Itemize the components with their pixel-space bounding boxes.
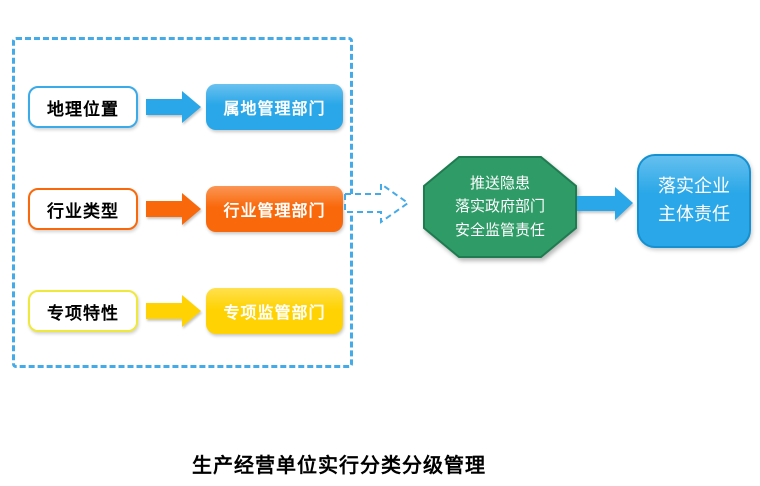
- flow-row-special: 专项特性 专项监管部门: [28, 288, 343, 334]
- territorial-management-dept-box: 属地管理部门: [206, 84, 343, 130]
- enterprise-responsibility-text: 落实企业 主体责任: [658, 173, 730, 229]
- dashed-connector-arrow-icon: [344, 182, 410, 224]
- industry-type-label: 行业类型: [47, 201, 119, 221]
- octagon-line-3: 安全监管责任: [454, 220, 545, 239]
- territorial-management-dept-label: 属地管理部门: [223, 101, 326, 118]
- flow-row-industry: 行业类型 行业管理部门: [28, 186, 343, 232]
- government-responsibility-text: 推送隐患 落实政府部门 安全监管责任: [423, 156, 577, 258]
- enterprise-responsibility-box: 落实企业 主体责任: [637, 154, 751, 248]
- result-line-2: 主体责任: [658, 204, 730, 225]
- special-supervision-dept-label: 专项监管部门: [223, 305, 326, 322]
- flow-row-geographic: 地理位置 属地管理部门: [28, 84, 343, 130]
- industry-type-box: 行业类型: [28, 188, 138, 230]
- octagon-shape: [423, 156, 577, 258]
- flow-arrow-icon: [577, 187, 633, 220]
- octagon-line-2: 落实政府部门: [454, 197, 545, 216]
- government-responsibility-octagon: 推送隐患 落实政府部门 安全监管责任: [423, 156, 577, 258]
- industry-management-dept-label: 行业管理部门: [223, 203, 326, 220]
- flow-arrow-icon: [146, 295, 201, 327]
- flow-arrow-icon: [146, 193, 201, 225]
- industry-management-dept-box: 行业管理部门: [206, 186, 343, 232]
- special-characteristics-box: 专项特性: [28, 290, 138, 332]
- result-line-1: 落实企业: [658, 176, 730, 198]
- geographic-location-box: 地理位置: [28, 86, 138, 128]
- geographic-location-label: 地理位置: [47, 99, 119, 119]
- flow-arrow-icon: [146, 91, 201, 123]
- special-supervision-dept-box: 专项监管部门: [206, 288, 343, 334]
- special-characteristics-label: 专项特性: [47, 303, 119, 323]
- diagram-caption: 生产经营单位实行分类分级管理: [192, 455, 486, 477]
- octagon-line-1: 推送隐患: [469, 174, 530, 193]
